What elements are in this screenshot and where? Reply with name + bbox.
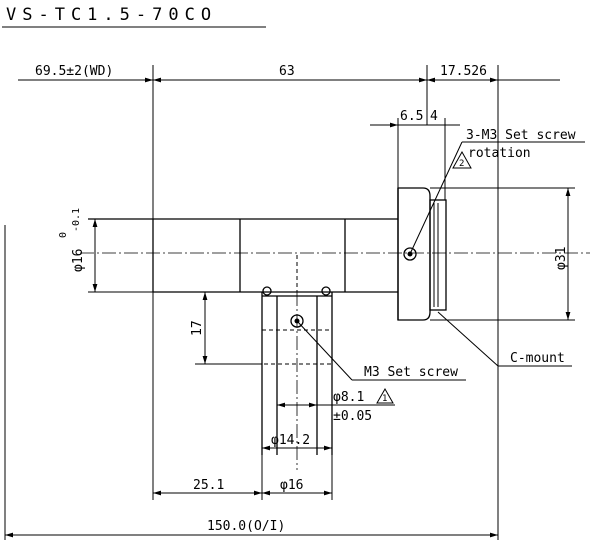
note-m3-set-screw: M3 Set screw: [364, 365, 458, 380]
marker-triangle-1-icon: [376, 387, 394, 404]
corner-screw-left-icon: [262, 286, 272, 296]
wd-label: 69.5±2(WD): [35, 64, 113, 79]
dim-phi16-label: φ16: [71, 249, 86, 272]
dim-65-label: 6.5: [400, 109, 423, 124]
dim-17-group: 17: [190, 320, 205, 336]
dim-phi16-tol-lower: -0.1: [71, 208, 82, 232]
dim-4-label: 4: [430, 109, 438, 124]
port-set-screw-icon: [290, 314, 304, 328]
dim-63-label: 63: [279, 64, 295, 79]
cmount-thread: [429, 199, 447, 311]
dim-phi81-tol: ±0.05: [333, 409, 372, 424]
drawing-title: VS-TC1.5-70CO: [6, 5, 217, 25]
dim-phi31-group: φ31: [554, 247, 569, 270]
dim-phi31-label: φ31: [554, 247, 569, 270]
leader-cmount: [437, 311, 499, 367]
dim-phi142-label: φ14.2: [271, 433, 310, 448]
corner-screw-right-icon: [321, 286, 331, 296]
dim-phi16-tol-lower-group: -0.1: [71, 208, 82, 232]
marker-2-label: 2: [459, 159, 464, 169]
dim-phi81-label: φ8.1: [333, 390, 364, 405]
note-3m3-set-screw: 3-M3 Set screw: [466, 128, 576, 143]
dim-total-label: 150.0(O/I): [207, 519, 285, 534]
dim-phi16-port-label: φ16: [280, 478, 303, 493]
dim-phi16-group: φ16: [71, 249, 86, 272]
marker-1-label: 1: [382, 394, 387, 404]
dim-251-label: 25.1: [193, 478, 224, 493]
dim-17-label: 17: [190, 320, 205, 336]
port-hidden-bore: [261, 329, 333, 365]
dim-phi16-tol-upper-group: 0: [58, 232, 69, 238]
leader-m3: [296, 320, 353, 381]
note-cmount: C-mount: [510, 351, 565, 366]
dim-phi16-tol-upper: 0: [58, 232, 69, 238]
dim-17526-label: 17.526: [440, 64, 487, 79]
marker-triangle-2-icon: [452, 150, 472, 169]
leader-3m3: [409, 141, 463, 255]
cmount-flange: [397, 187, 431, 321]
note-rotation: rotation: [468, 146, 531, 161]
flange-set-screw-icon: [403, 247, 417, 261]
